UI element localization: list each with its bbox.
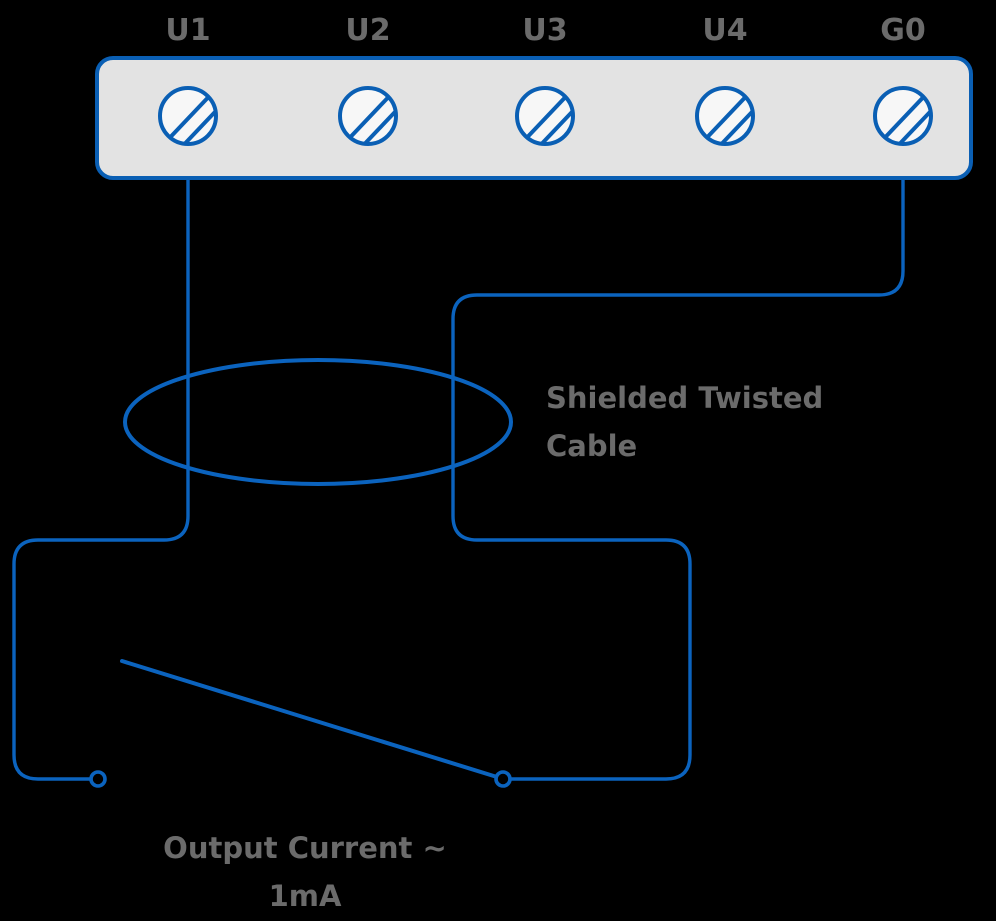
terminal-label-u3: U3 (522, 13, 567, 48)
terminal-label-u4: U4 (702, 13, 747, 48)
screw-slot-icon (340, 88, 396, 144)
terminal-screw-u1[interactable] (158, 86, 232, 153)
output-current-label-line2: 1mA (269, 879, 342, 913)
switch-terminal-left (89, 770, 107, 788)
terminal-screw-g0[interactable] (873, 86, 947, 153)
screw-slot-icon (711, 92, 753, 144)
screw-slot-icon (875, 88, 931, 144)
shielded-twisted-cable-label-line1: Shielded Twisted (546, 381, 823, 415)
screw-slot-icon (531, 92, 573, 144)
wire-u1-to-left-terminal (12, 176, 190, 781)
screw-slot-icon (889, 92, 931, 144)
terminal-screw-u4[interactable] (695, 86, 769, 153)
screw-slot-icon (160, 88, 216, 144)
screw-slot-icon (354, 92, 396, 144)
twisted-pair-ellipse (123, 358, 513, 486)
terminal-label-u1: U1 (165, 13, 210, 48)
terminal-screw-u3[interactable] (515, 86, 589, 153)
switch-symbol (89, 659, 512, 788)
screw-slot-icon (174, 92, 216, 144)
switch-terminal-right (494, 770, 512, 788)
terminal-label-u2: U2 (345, 13, 390, 48)
terminal-screw-u2[interactable] (338, 86, 412, 153)
screw-slot-icon (697, 88, 753, 144)
wire-g0-to-right-terminal (451, 176, 905, 781)
shielded-twisted-cable-label-line2: Cable (546, 429, 637, 463)
wiring-group (12, 176, 905, 781)
output-current-label-line1: Output Current ~ (163, 831, 447, 865)
terminal-label-g0: G0 (880, 13, 926, 48)
screw-slot-icon (517, 88, 573, 144)
switch-blade (120, 659, 499, 779)
